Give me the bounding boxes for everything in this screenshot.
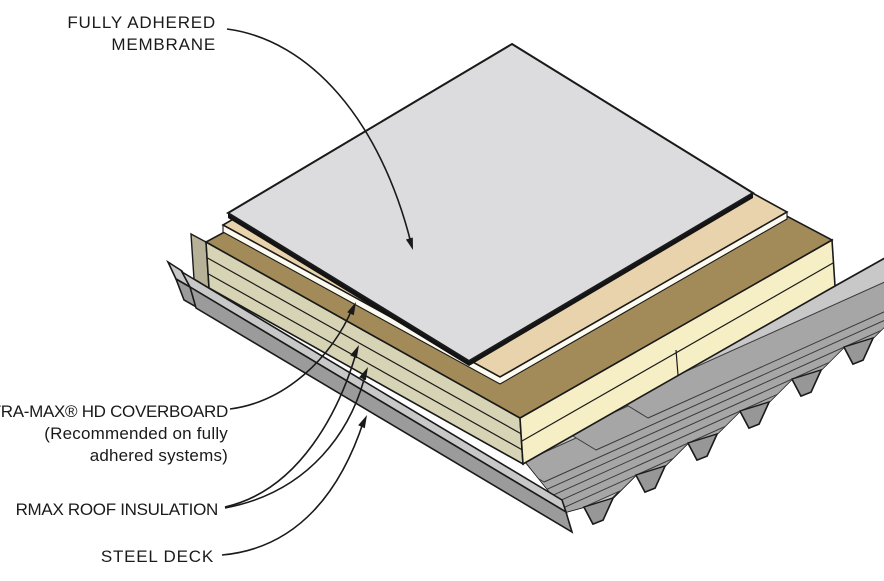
- arrowhead-insulation-lower: [359, 367, 368, 381]
- label-line: adhered systems): [89, 446, 228, 465]
- insulation-left-board-divider-1: [207, 257, 522, 435]
- membrane-layer: [226, 42, 755, 366]
- steel-deck-rib-end-face: [686, 432, 719, 461]
- label-line: FULLY ADHERED: [67, 13, 216, 32]
- label-fully-adhered-membrane: FULLY ADHERED MEMBRANE: [67, 12, 216, 56]
- arrowhead-deck: [358, 415, 367, 429]
- leader-line-deck: [221, 419, 365, 556]
- steel-deck-rib-end-face: [582, 496, 615, 525]
- callout-leaders: [221, 28, 413, 556]
- steel-deck-flat: [166, 259, 574, 534]
- label-line: MEMBRANE: [111, 35, 216, 54]
- label-coverboard: ULTRA-MAX® HD COVERBOARD (Recommended on…: [0, 401, 228, 467]
- arrowhead-insulation-upper: [350, 345, 359, 359]
- label-line: STEEL DECK: [100, 547, 214, 566]
- leader-line-insulation-upper: [224, 349, 358, 508]
- insulation-right-board-divider: [521, 262, 834, 442]
- steel-deck-rib-end-face: [634, 464, 667, 493]
- membrane-side-edge: [228, 193, 753, 366]
- arrowhead-membrane: [405, 237, 413, 250]
- label-steel-deck: STEEL DECK: [101, 546, 214, 568]
- leader-line-insulation-lower: [224, 371, 367, 509]
- leader-line-membrane: [226, 28, 412, 244]
- steel-deck-rib-end-face: [738, 400, 771, 429]
- label-roof-insulation: RMAX ROOF INSULATION: [15, 499, 219, 521]
- steel-deck-rib-end-face: [790, 368, 823, 397]
- membrane-top-face: [226, 42, 755, 363]
- label-line: RMAX ROOF INSULATION: [15, 500, 219, 519]
- label-line: (Recommended on fully: [44, 424, 228, 443]
- steel-deck-rib-web: [618, 199, 884, 419]
- steel-deck-front-face: [188, 285, 574, 534]
- insulation-board-seam: [675, 349, 679, 376]
- label-line: ULTRA-MAX® HD COVERBOARD: [0, 402, 228, 421]
- arrowhead-coverboard: [347, 302, 356, 316]
- steel-deck-rib-end-face: [842, 336, 875, 365]
- insulation-left-board-divider-2: [208, 273, 523, 451]
- leader-line-coverboard: [229, 306, 354, 410]
